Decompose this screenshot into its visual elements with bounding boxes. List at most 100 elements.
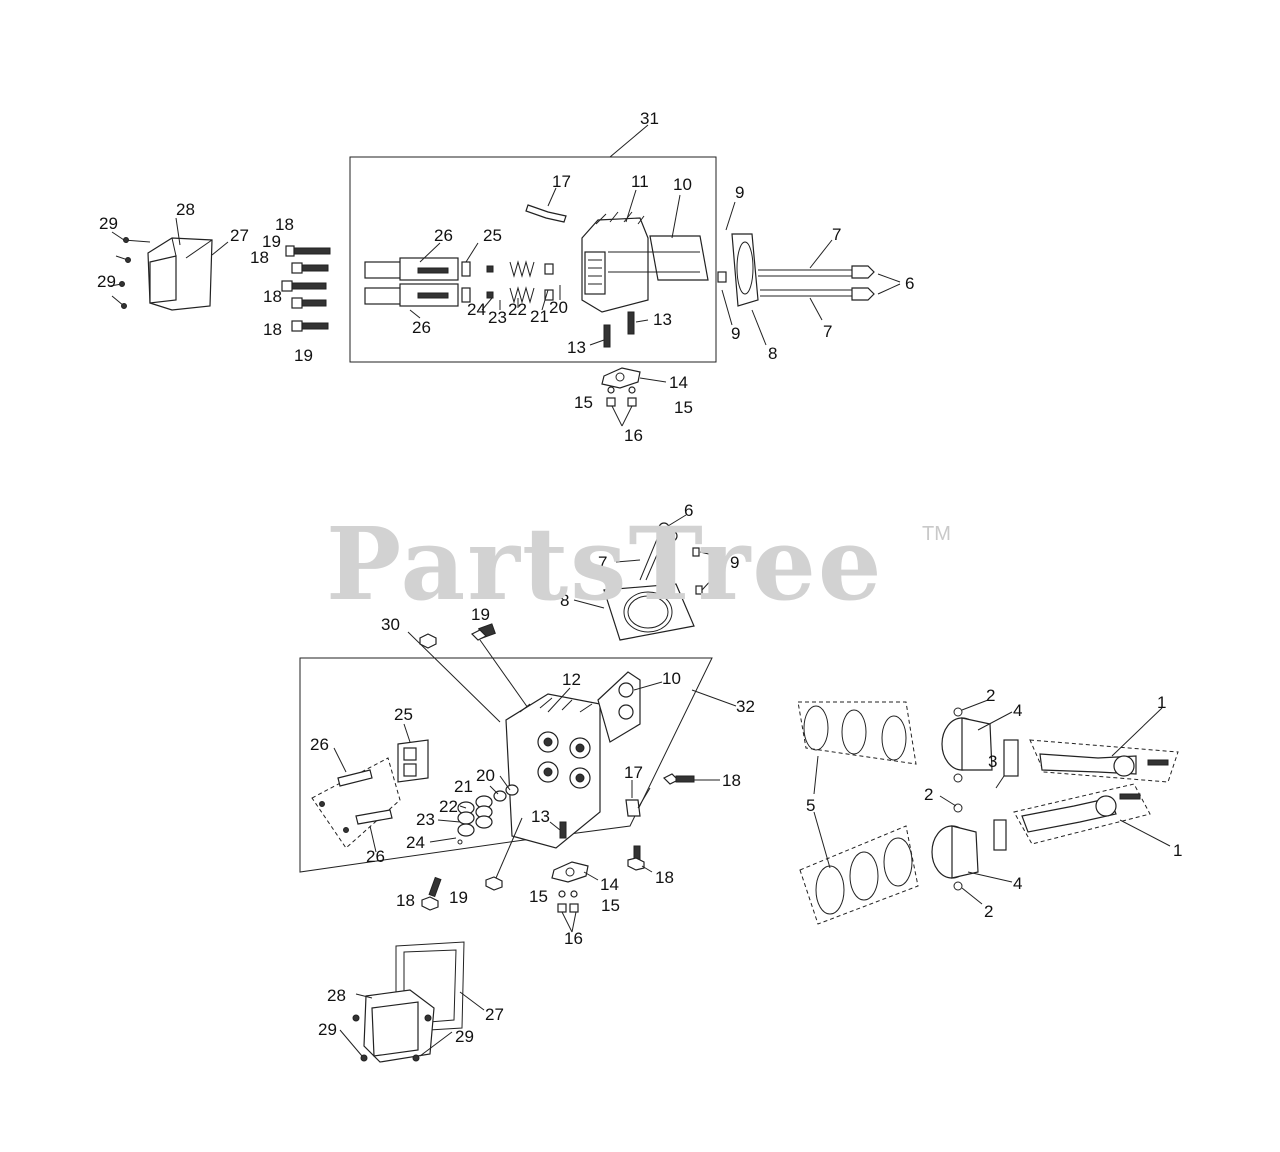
leader-32 bbox=[691, 689, 737, 707]
part-10-top bbox=[608, 235, 709, 281]
callout: 3 bbox=[988, 752, 997, 771]
callout-labels-bottom: 6 7 9 8 30 19 12 10 32 25 26 21 20 17 18… bbox=[310, 501, 1182, 1046]
callout: 27 bbox=[230, 226, 249, 245]
exhaust-flange-14 bbox=[601, 367, 641, 389]
callout: 17 bbox=[624, 763, 643, 782]
leader-21-bottom bbox=[489, 785, 499, 795]
callout: 20 bbox=[549, 298, 568, 317]
callout: 15 bbox=[529, 887, 548, 906]
callout: 19 bbox=[294, 346, 313, 365]
valve-springs bbox=[461, 260, 554, 304]
spark-plug-17-bottom bbox=[625, 799, 641, 817]
callout: 13 bbox=[653, 310, 672, 329]
callout: 1 bbox=[1157, 693, 1166, 712]
leader-8 bbox=[751, 309, 767, 346]
leader-7b bbox=[809, 297, 823, 321]
leader-10 bbox=[671, 194, 681, 239]
callout: 18 bbox=[263, 320, 282, 339]
callout: 21 bbox=[530, 307, 549, 326]
callout: 1 bbox=[1173, 841, 1182, 860]
piston-rings-top bbox=[803, 705, 907, 761]
leader-8-bottom bbox=[573, 599, 605, 609]
leader-9b bbox=[721, 289, 733, 326]
piston-bottom bbox=[931, 825, 979, 879]
exhaust-flange-14-bottom bbox=[551, 861, 589, 913]
nuts-15-16-top bbox=[606, 386, 637, 407]
assembly-31-box bbox=[349, 156, 717, 363]
callout: 29 bbox=[455, 1027, 474, 1046]
callout: 8 bbox=[768, 344, 777, 363]
callout: 15 bbox=[601, 896, 620, 915]
rings-box-top bbox=[797, 701, 917, 765]
callout: 13 bbox=[531, 807, 550, 826]
callout: 6 bbox=[684, 501, 693, 520]
callout: 25 bbox=[483, 226, 502, 245]
leader-22-bottom bbox=[459, 805, 467, 809]
leader-4-top bbox=[977, 711, 1013, 731]
leader-6-bottom bbox=[667, 514, 687, 527]
leader-26-bottom-b bbox=[369, 825, 377, 853]
callout: 2 bbox=[986, 686, 995, 705]
leader-2b bbox=[939, 795, 957, 807]
callout: 11 bbox=[631, 172, 649, 191]
leader-2c bbox=[961, 887, 983, 905]
callout: 24 bbox=[467, 300, 486, 319]
leader-12 bbox=[547, 687, 571, 713]
callout: 29 bbox=[97, 272, 116, 291]
piston-pins-3 bbox=[993, 739, 1019, 851]
leader-29-bottom-a bbox=[339, 1029, 363, 1057]
callout: 5 bbox=[806, 796, 815, 815]
callout: 18 bbox=[655, 868, 674, 887]
callout: 8 bbox=[560, 591, 569, 610]
callout: 7 bbox=[832, 225, 841, 244]
callout: 21 bbox=[454, 777, 473, 796]
callout: 18 bbox=[263, 287, 282, 306]
leader-6b bbox=[877, 283, 901, 295]
leader-27 bbox=[211, 241, 229, 256]
callout: 15 bbox=[674, 398, 693, 417]
connecting-rod-bottom bbox=[1021, 793, 1141, 833]
leader-25-bottom bbox=[403, 723, 411, 743]
dowel-9 bbox=[717, 271, 727, 283]
leader-30 bbox=[407, 631, 501, 723]
callout: 18 bbox=[396, 891, 415, 910]
leader-16b bbox=[621, 405, 633, 427]
leader-10-bottom bbox=[633, 681, 663, 691]
leader-19-top bbox=[479, 639, 529, 709]
rocker-bracket-25 bbox=[397, 739, 429, 783]
leader-5b bbox=[813, 811, 831, 869]
trademark-mark: TM bbox=[922, 523, 951, 545]
piston-top bbox=[941, 717, 993, 771]
leader-4-bottom bbox=[967, 871, 1013, 883]
stud-13-bottom bbox=[559, 821, 567, 839]
leader-11 bbox=[625, 189, 637, 223]
valve-cover-part bbox=[147, 237, 213, 311]
leader-25 bbox=[465, 242, 479, 263]
leader-13-bottom bbox=[549, 821, 561, 831]
callout: 20 bbox=[476, 766, 495, 785]
callout: 26 bbox=[434, 226, 453, 245]
leader-9-bottom-b bbox=[701, 563, 727, 591]
leader-19-lower bbox=[495, 817, 523, 879]
leader-26b bbox=[409, 309, 421, 319]
part-10-bottom bbox=[597, 671, 641, 743]
leader-17 bbox=[547, 187, 557, 207]
leader-7-bottom bbox=[615, 559, 641, 563]
callout: 19 bbox=[471, 605, 490, 624]
callout: 6 bbox=[905, 274, 914, 293]
leader-16a bbox=[611, 405, 623, 427]
leader-16-bottom-b bbox=[571, 911, 577, 933]
rocker-arms-26-bottom bbox=[319, 769, 393, 833]
leader-13b bbox=[635, 319, 649, 323]
dowels-9-bottom bbox=[692, 547, 703, 595]
clips-2 bbox=[953, 707, 963, 891]
callout: 12 bbox=[562, 670, 581, 689]
leader-9a bbox=[725, 201, 736, 231]
callout: 23 bbox=[416, 810, 435, 829]
callout: 15 bbox=[574, 393, 593, 412]
valve-springs-bottom bbox=[457, 784, 519, 845]
callout: 7 bbox=[598, 553, 607, 572]
leader-17-bottom-b bbox=[637, 787, 651, 809]
leader-20-bottom bbox=[499, 775, 511, 791]
